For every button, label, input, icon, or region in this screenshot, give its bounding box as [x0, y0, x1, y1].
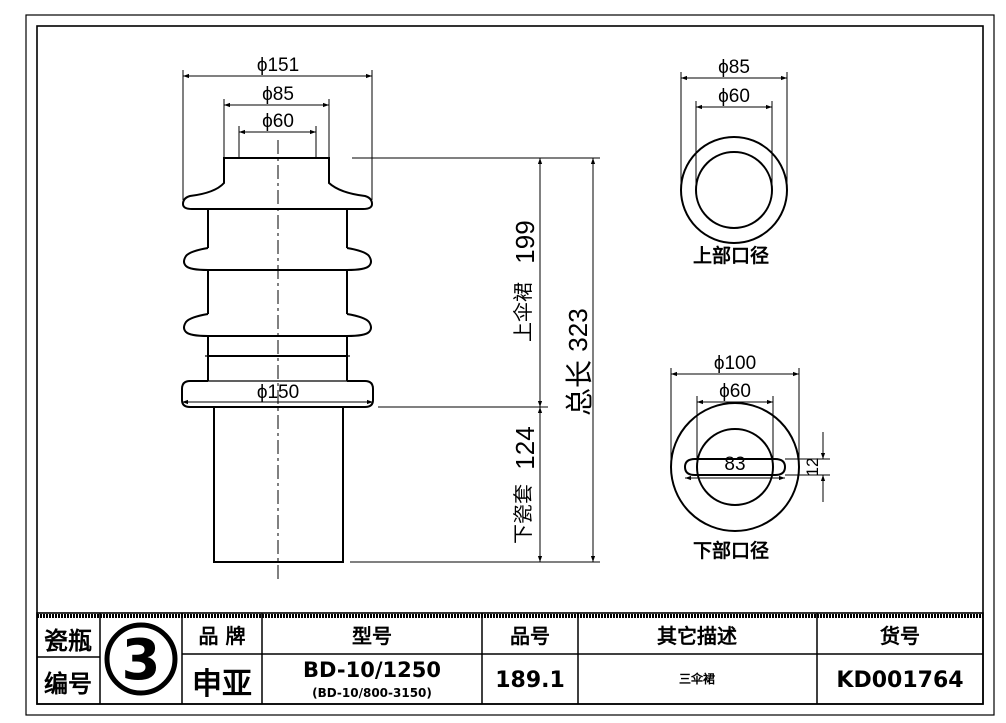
lower-length-label: 下瓷套	[511, 484, 535, 544]
lower-sleeve	[213, 407, 344, 563]
model-sub: (BD-10/800-3150)	[312, 686, 432, 700]
top-view-outer-dim: ϕ85	[718, 57, 750, 78]
upper-length-label: 上伞裙	[511, 282, 535, 342]
code-value: KD001764	[836, 668, 963, 693]
brand-header: 品 牌	[199, 624, 246, 648]
top-view-caption: 上部口径	[693, 244, 769, 267]
dim-top-mid: ϕ85	[262, 84, 294, 105]
bottom-bore-view	[670, 368, 830, 532]
title-block	[36, 612, 984, 705]
dim-top-outer: ϕ151	[257, 55, 299, 76]
top-view-inner-dim: ϕ60	[718, 86, 750, 107]
outer-frame	[25, 14, 995, 716]
bottom-view-outer-dim: ϕ100	[714, 353, 756, 374]
number-label-line1: 瓷瓶	[44, 627, 92, 655]
brand-value: 申亚	[192, 667, 252, 702]
insulator-number: 3	[122, 628, 161, 693]
total-length-label: 总长	[563, 360, 596, 416]
upper-body	[207, 209, 348, 248]
bottom-view-caption: 下部口径	[693, 539, 769, 562]
desc-value: 三伞裙	[679, 671, 715, 686]
inner-frame	[36, 25, 984, 705]
bottom-view-slot-width: 12	[803, 458, 822, 477]
length-dimensions	[350, 157, 600, 563]
top-cap	[181, 157, 374, 210]
top-dimensions	[182, 70, 373, 200]
lower-length-value: 124	[510, 426, 540, 469]
model-header: 型号	[352, 624, 392, 648]
upper-length-value: 199	[510, 220, 540, 263]
dim-top-inner: ϕ60	[262, 111, 294, 132]
dim-lower-flange: ϕ150	[257, 382, 299, 403]
desc-header: 其它描述	[657, 624, 737, 648]
item-header: 品号	[510, 624, 550, 648]
model-value: BD-10/1250	[303, 658, 441, 682]
code-header: 货号	[880, 624, 920, 648]
item-value: 189.1	[495, 668, 565, 693]
total-length-value: 323	[563, 308, 593, 351]
bottom-view-slot-dim: 83	[724, 454, 745, 475]
number-label-line2: 编号	[44, 670, 92, 698]
top-bore-view	[680, 72, 788, 244]
bottom-view-inner-dim: ϕ60	[719, 381, 751, 402]
